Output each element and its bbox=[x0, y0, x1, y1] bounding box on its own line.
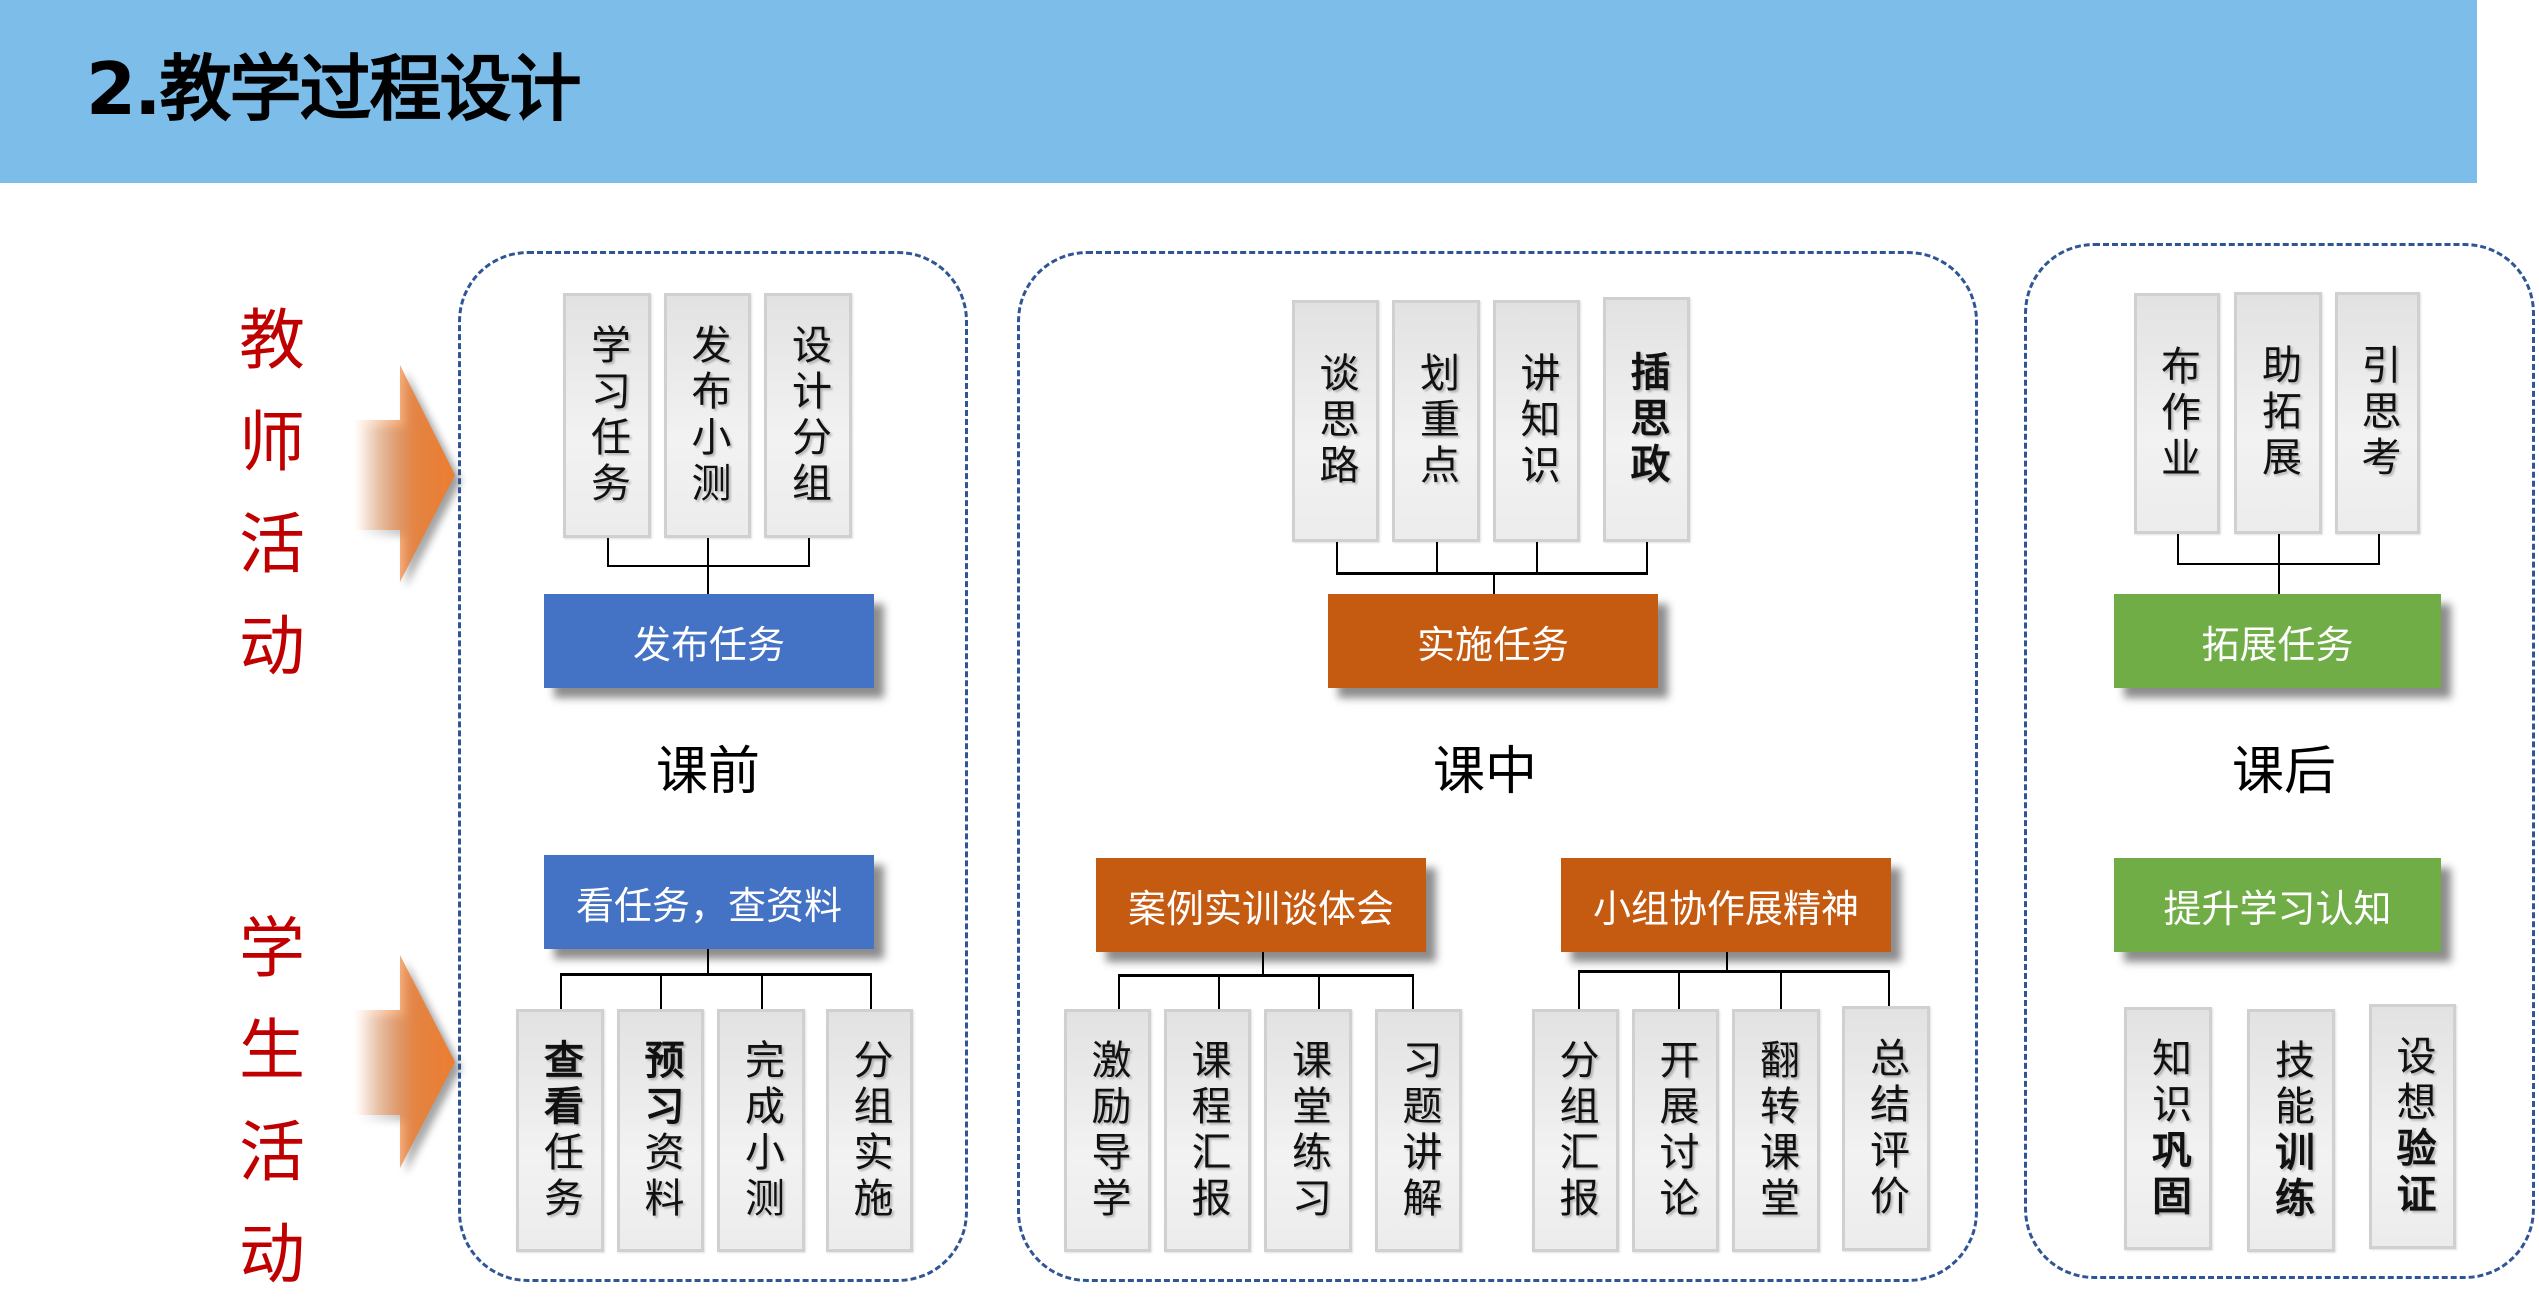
connector bbox=[707, 949, 709, 974]
connector bbox=[2177, 534, 2179, 564]
connector bbox=[1646, 542, 1648, 574]
connector bbox=[1578, 970, 1890, 973]
in-student-item: 激励导学 bbox=[1064, 1009, 1151, 1252]
in-student-task: 小组协作展精神 bbox=[1561, 858, 1891, 952]
in-student-item: 课堂练习 bbox=[1264, 1009, 1352, 1252]
connector bbox=[1118, 974, 1413, 977]
teacher-arrow-icon bbox=[354, 365, 455, 582]
phase-box-pre bbox=[458, 251, 968, 1282]
in-student-task: 案例实训谈体会 bbox=[1096, 858, 1426, 952]
post-student-item: 知识巩固 bbox=[2124, 1007, 2212, 1250]
phase-title-post: 课后 bbox=[2231, 742, 2336, 802]
in-teacher-item: 讲知识 bbox=[1493, 300, 1580, 542]
connector bbox=[1436, 542, 1438, 574]
in-teacher-item: 谈思路 bbox=[1292, 300, 1379, 542]
header-banner bbox=[0, 0, 2477, 183]
connector bbox=[2177, 563, 2380, 565]
in-student-item: 课程汇报 bbox=[1164, 1009, 1251, 1252]
connector bbox=[1118, 974, 1120, 1010]
in-teacher-task: 实施任务 bbox=[1328, 594, 1658, 688]
connector bbox=[1536, 542, 1538, 574]
connector bbox=[1578, 970, 1580, 1010]
connector bbox=[1888, 970, 1890, 1010]
connector bbox=[560, 973, 872, 976]
pre-student-item: 分组实施 bbox=[826, 1009, 913, 1252]
pre-student-item: 预习资料 bbox=[617, 1009, 704, 1252]
student-arrow-icon bbox=[354, 955, 455, 1168]
in-student-item: 总结评价 bbox=[1842, 1006, 1930, 1251]
in-student-item: 翻转课堂 bbox=[1732, 1009, 1820, 1252]
pre-student-item: 查看任务 bbox=[516, 1009, 604, 1252]
connector bbox=[1678, 970, 1680, 1010]
pre-teacher-item: 设计分组 bbox=[764, 293, 852, 538]
post-student-item: 技能训练 bbox=[2247, 1009, 2335, 1252]
post-teacher-task: 拓展任务 bbox=[2114, 594, 2441, 688]
in-teacher-item: 插思政 bbox=[1603, 297, 1690, 542]
pre-teacher-item: 发布小测 bbox=[664, 293, 751, 538]
phase-box-post bbox=[2024, 243, 2535, 1279]
pre-student-task: 看任务，查资料 bbox=[544, 855, 874, 949]
post-teacher-item: 布作业 bbox=[2134, 293, 2220, 534]
connector bbox=[1218, 974, 1220, 1010]
post-teacher-item: 助拓展 bbox=[2234, 292, 2322, 534]
student-activity-label: 学生活动 bbox=[239, 910, 305, 1293]
phase-title-in: 课中 bbox=[1432, 742, 1537, 802]
phase-box-in bbox=[1017, 251, 1978, 1282]
connector bbox=[2378, 534, 2380, 564]
pre-student-item: 完成小测 bbox=[717, 1009, 805, 1252]
in-student-item: 分组汇报 bbox=[1532, 1009, 1619, 1252]
in-student-item: 开展讨论 bbox=[1632, 1009, 1719, 1252]
connector bbox=[870, 973, 872, 1010]
connector bbox=[1336, 572, 1648, 575]
connector bbox=[1318, 974, 1320, 1010]
connector bbox=[1493, 574, 1495, 594]
connector bbox=[607, 565, 810, 567]
post-teacher-item: 引思考 bbox=[2335, 292, 2420, 534]
connector bbox=[560, 973, 562, 1010]
connector bbox=[1412, 974, 1414, 1010]
connector bbox=[808, 538, 810, 566]
in-student-item: 习题讲解 bbox=[1375, 1009, 1462, 1252]
in-teacher-item: 划重点 bbox=[1392, 300, 1480, 542]
connector bbox=[1726, 952, 1728, 972]
post-student-task: 提升学习认知 bbox=[2114, 858, 2441, 952]
connector bbox=[1262, 952, 1264, 976]
connector bbox=[607, 538, 609, 566]
pre-teacher-task: 发布任务 bbox=[544, 594, 874, 688]
connector bbox=[1336, 542, 1338, 574]
connector bbox=[761, 973, 763, 1010]
connector bbox=[1780, 970, 1782, 1010]
teacher-activity-label: 教师活动 bbox=[239, 302, 305, 685]
page-title: 2.教学过程设计 bbox=[86, 47, 581, 131]
phase-title-pre: 课前 bbox=[655, 742, 760, 802]
pre-teacher-item: 学习任务 bbox=[563, 293, 651, 538]
post-student-item: 设想验证 bbox=[2369, 1004, 2456, 1249]
connector bbox=[660, 973, 662, 1010]
